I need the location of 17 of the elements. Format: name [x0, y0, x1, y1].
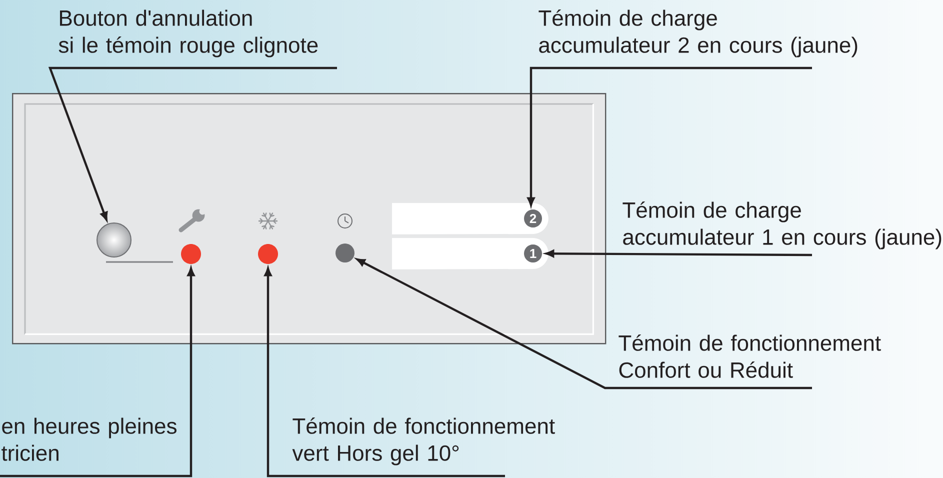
number-badge: 2 [524, 210, 542, 228]
push-button [96, 222, 132, 258]
callout-label: Témoin de charge accumulateur 2 en cours (jaune) [538, 10, 858, 58]
callout-label: en heures pleines tricien [2, 418, 176, 461]
callout-label: Témoin de fonctionnement vert Hors gel 10° [292, 418, 555, 466]
display-window [392, 238, 548, 270]
leader-arrow [264, 268, 505, 478]
callout-label: Bouton d'annulation si le témoin rouge clignote [58, 10, 318, 58]
display-window [392, 203, 548, 234]
indicator-light [336, 244, 354, 262]
indicator-light [258, 244, 278, 264]
callout-label: Témoin de charge accumulateur 1 en cours (jaune) [622, 202, 942, 250]
callout-label: Témoin de fonctionnement Confort ou Réduit [618, 334, 881, 378]
leader-arrow [546, 250, 812, 258]
leader-arrow [356, 258, 812, 390]
indicator-light [181, 244, 201, 264]
number-badge: 1 [524, 244, 542, 262]
